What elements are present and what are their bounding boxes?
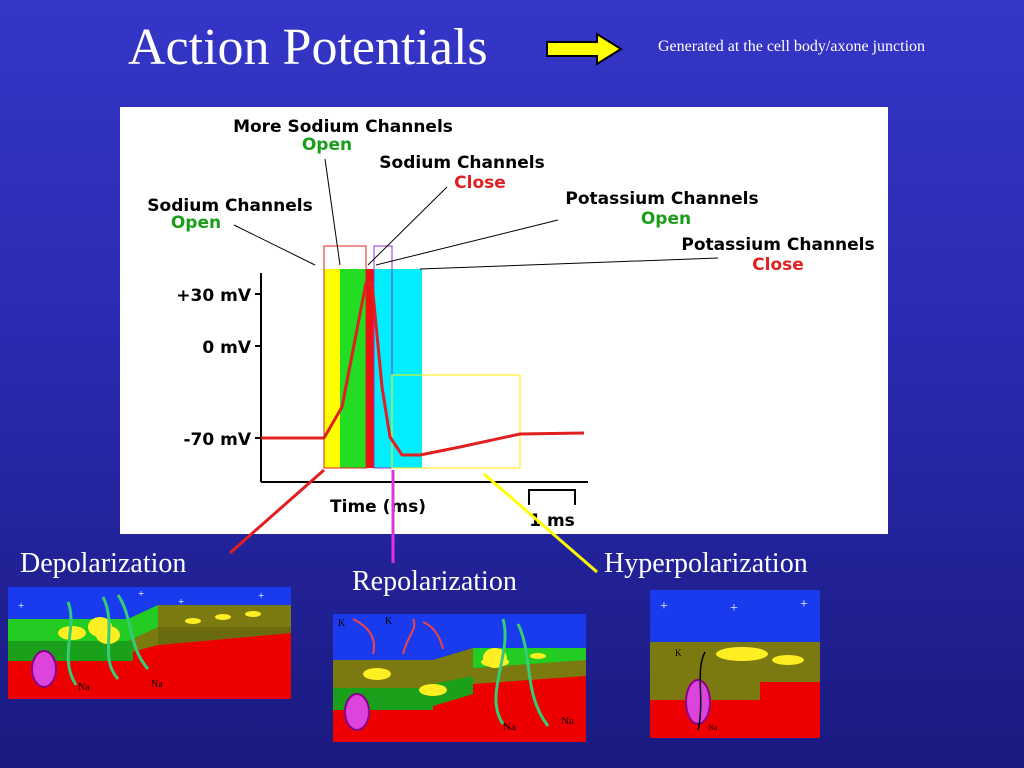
- svg-text:+: +: [800, 597, 808, 612]
- k-label: K: [675, 648, 682, 658]
- na-label: Na: [708, 723, 718, 732]
- scale-bar-label: 1 ms: [529, 511, 575, 531]
- action-potential-diagram: Sodium Channels Open More Sodium Channel…: [120, 107, 888, 534]
- hyperpolarization-box: [391, 374, 521, 469]
- na-close-status: Close: [454, 173, 506, 193]
- phase-band-red: [366, 269, 374, 468]
- na-label: Na: [561, 715, 574, 727]
- x-axis-label: Time (ms): [330, 497, 426, 517]
- na-open-status: Open: [171, 213, 221, 233]
- svg-text:+: +: [138, 588, 144, 600]
- action-potential-graph: Sodium Channels Open More Sodium Channel…: [147, 117, 874, 531]
- na-label: Na: [78, 682, 90, 693]
- more-na-open-label: More Sodium Channels: [233, 117, 453, 137]
- na-label: Na: [151, 679, 163, 690]
- k-close-label: Potassium Channels: [681, 235, 874, 255]
- na-open-label: Sodium Channels: [147, 196, 312, 216]
- k-close-status: Close: [752, 255, 804, 275]
- scale-bar: [528, 489, 576, 505]
- svg-text:+: +: [178, 596, 184, 608]
- na-label: Na: [503, 721, 516, 733]
- repolarization-membrane-illustration: K K Na Na: [333, 614, 586, 742]
- depolarization-label: Depolarization: [20, 548, 187, 579]
- k-open-label: Potassium Channels: [565, 189, 758, 209]
- hyperpolarization-membrane-illustration: + + + K Na: [650, 590, 820, 738]
- depolarization-pointer: [229, 468, 325, 555]
- na-close-label: Sodium Channels: [379, 153, 544, 173]
- svg-text:+: +: [730, 601, 738, 616]
- membrane-potential-trace: [261, 281, 585, 457]
- depolarization-membrane-illustration: + + + + Na Na: [8, 587, 291, 699]
- y-tick-label: -70 mV: [183, 430, 251, 450]
- svg-text:+: +: [258, 590, 264, 602]
- svg-text:+: +: [660, 599, 668, 614]
- y-tick-label: +30 mV: [176, 286, 252, 306]
- repolarization-label: Repolarization: [352, 566, 517, 597]
- depolarization-box: [323, 245, 367, 469]
- hyperpolarization-pointer: [483, 472, 598, 574]
- k-open-status: Open: [641, 209, 691, 229]
- repolarization-box: [373, 245, 393, 469]
- slide-title: Action Potentials: [128, 19, 488, 76]
- k-label: K: [338, 618, 346, 629]
- hyperpolarization-label: Hyperpolarization: [604, 548, 808, 579]
- more-na-open-status: Open: [302, 135, 352, 155]
- phase-band-cyan: [374, 269, 422, 468]
- svg-text:+: +: [18, 600, 24, 612]
- k-label: K: [385, 616, 393, 627]
- arrow-right-icon: [546, 32, 623, 66]
- slide-subtitle: Generated at the cell body/axone junctio…: [658, 38, 926, 55]
- y-tick-label: 0 mV: [202, 338, 251, 358]
